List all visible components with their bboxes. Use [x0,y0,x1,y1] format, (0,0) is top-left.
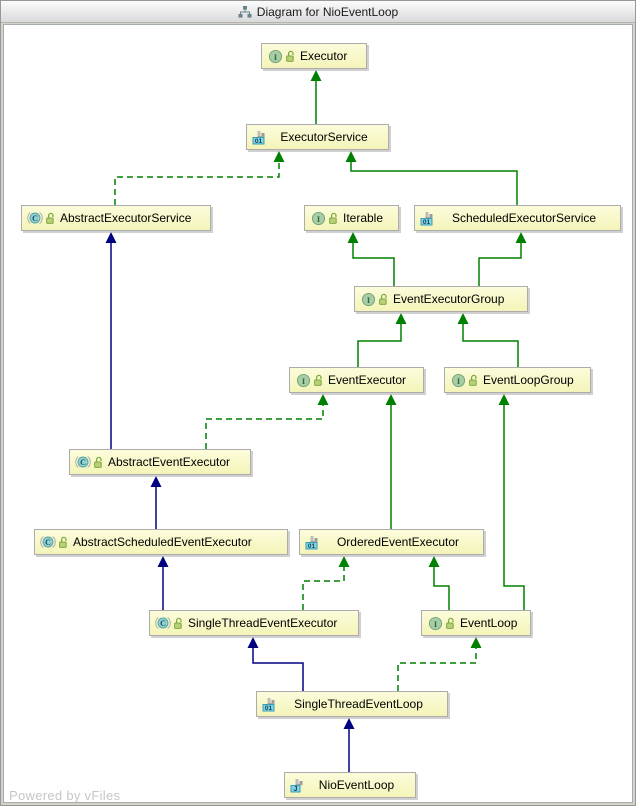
edge-SingleThreadEventExecutor-extends-AbstractScheduledEventExecutor [157,556,169,610]
abstract-class-icon: C [40,534,56,550]
interface-icon: I [360,291,376,307]
diagram-node-Executor[interactable]: I Executor [261,43,367,69]
node-label: OrderedEventExecutor [336,535,460,549]
diagram-node-AbstractEventExecutor[interactable]: C AbstractEventExecutor [69,449,251,475]
node-label: SingleThreadEventLoop [294,697,423,711]
edge-EventExecutor-extends-EventExecutorGroup [357,313,407,367]
abstract-class-icon: C [75,454,91,470]
interface-icon: I [450,372,466,388]
interface-icon: I [295,372,311,388]
diagram-node-NioEventLoop[interactable]: J NioEventLoop [284,772,416,798]
svg-text:C: C [32,214,38,223]
svg-text:C: C [80,458,86,467]
edge-SingleThreadEventExecutor-implements-OrderedEventExecutor [302,556,350,610]
node-label: EventExecutorGroup [393,292,505,306]
lock-icon [378,291,389,307]
edge-SingleThreadEventLoop-implements-EventLoop [397,637,482,691]
edge-EventLoop-extends-OrderedEventExecutor [428,556,450,610]
lock-icon [45,210,56,226]
svg-text:I: I [366,294,369,304]
node-label: ExecutorService [280,130,368,144]
svg-text:01: 01 [255,138,263,145]
edge-OrderedEventExecutor-extends-EventExecutor [385,394,397,529]
lock-icon [313,372,324,388]
diagram-node-AbstractScheduledEventExecutor[interactable]: C AbstractScheduledEventExecutor [34,529,288,555]
diagram-node-SingleThreadEventLoop[interactable]: 01 SingleThreadEventLoop [256,691,448,717]
svg-text:I: I [301,375,304,385]
diagram-node-EventLoop[interactable]: I EventLoop [421,610,531,636]
lock-icon [93,454,104,470]
edge-EventLoopGroup-extends-EventExecutorGroup [457,313,519,367]
watermark: Powered by vFiles [9,788,121,803]
edge-NioEventLoop-extends-SingleThreadEventLoop [343,718,355,772]
compiled-interface-icon: 01 [252,129,268,145]
edge-EventExecutorGroup-extends-ScheduledExecutorService [478,232,527,286]
diagram-node-EventExecutorGroup[interactable]: I EventExecutorGroup [354,286,528,312]
svg-text:I: I [433,618,436,628]
diagram-node-ExecutorService[interactable]: 01 ExecutorService [246,124,389,150]
compiled-interface-icon: 01 [262,696,278,712]
java-class-icon: J [290,777,306,793]
edge-AbstractExecutorService-implements-ExecutorService [114,151,285,205]
node-label: AbstractExecutorService [60,211,192,225]
svg-text:I: I [316,213,319,223]
node-label: SingleThreadEventExecutor [188,616,338,630]
lock-icon [468,372,479,388]
edge-EventLoop-extends-EventLoopGroup [498,394,525,610]
edge-ExecutorService-extends-Executor [310,70,322,124]
window-titlebar[interactable]: Diagram for NioEventLoop [1,1,635,23]
edge-AbstractEventExecutor-extends-AbstractExecutorService [105,232,117,449]
node-label: EventLoop [460,616,518,630]
window-title: Diagram for NioEventLoop [256,4,399,19]
interface-icon: I [427,615,443,631]
svg-text:01: 01 [423,219,431,226]
edge-AbstractEventExecutor-implements-EventExecutor [205,394,329,449]
edge-ScheduledExecutorService-extends-ExecutorService [345,151,518,205]
svg-text:I: I [273,51,276,61]
diagram-node-ScheduledExecutorService[interactable]: 01 ScheduledExecutorService [414,205,621,231]
abstract-class-icon: C [27,210,43,226]
abstract-class-icon: C [155,615,171,631]
diagram-node-Iterable[interactable]: I Iterable [304,205,399,231]
diagram-node-EventExecutor[interactable]: I EventExecutor [289,367,424,393]
lock-icon [58,534,69,550]
edge-EventExecutorGroup-extends-Iterable [347,232,395,286]
interface-icon: I [310,210,326,226]
diagram-node-OrderedEventExecutor[interactable]: 01 OrderedEventExecutor [299,529,484,555]
svg-text:01: 01 [265,705,273,712]
svg-text:J: J [294,786,298,793]
lock-icon [328,210,339,226]
node-label: Iterable [343,211,384,225]
edge-SingleThreadEventLoop-extends-SingleThreadEventExecutor [247,637,304,691]
hierarchy-icon [238,5,252,18]
svg-text:01: 01 [308,543,316,550]
svg-text:C: C [160,619,166,628]
compiled-interface-icon: 01 [420,210,436,226]
node-label: NioEventLoop [318,778,395,792]
node-label: AbstractEventExecutor [108,455,231,469]
diagram-node-EventLoopGroup[interactable]: I EventLoopGroup [444,367,591,393]
compiled-interface-icon: 01 [305,534,321,550]
interface-icon: I [267,48,283,64]
edge-AbstractScheduledEventExecutor-extends-AbstractEventExecutor [150,476,162,529]
node-label: EventExecutor [328,373,407,387]
node-label: EventLoopGroup [483,373,574,387]
lock-icon [445,615,456,631]
svg-text:C: C [45,538,51,547]
node-label: AbstractScheduledEventExecutor [73,535,252,549]
node-label: ScheduledExecutorService [451,211,597,225]
lock-icon [173,615,184,631]
node-label: Executor [300,49,348,63]
diagram-node-SingleThreadEventExecutor[interactable]: C SingleThreadEventExecutor [149,610,359,636]
svg-text:I: I [456,375,459,385]
lock-icon [285,48,296,64]
diagram-node-AbstractExecutorService[interactable]: C AbstractExecutorService [21,205,211,231]
